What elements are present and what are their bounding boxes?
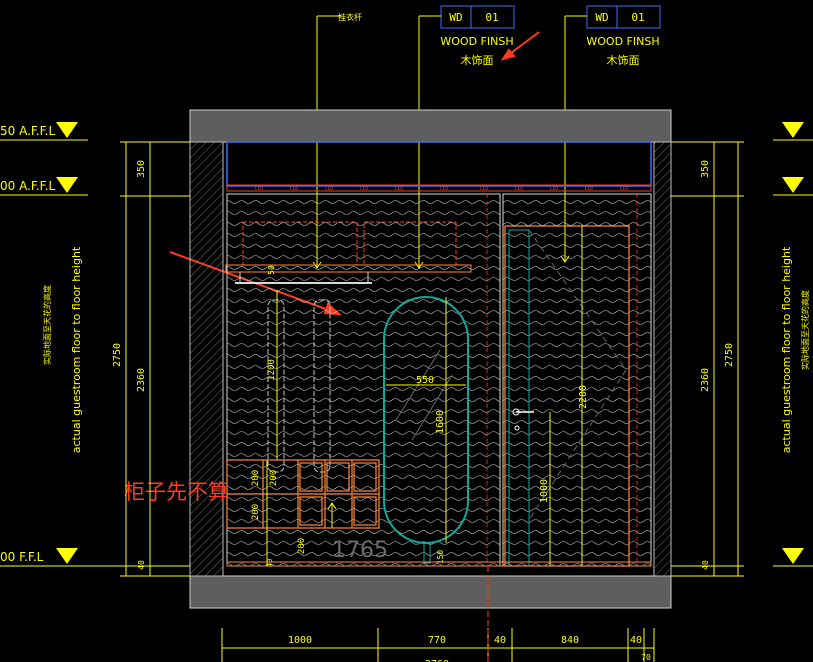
level-triangle-icon xyxy=(782,548,804,564)
dim-550: 550 xyxy=(416,375,434,386)
side-note-cn-right: 实际地面至天花的高度 xyxy=(800,290,810,370)
tag-name-cn: 木饰面 xyxy=(607,53,640,67)
led-label: LED xyxy=(325,186,333,192)
tag-box xyxy=(586,5,661,29)
tag-name-en: WOOD FINSH xyxy=(586,35,659,48)
dim-150: 150 xyxy=(436,550,445,565)
dim-1200: 1200 xyxy=(267,359,277,381)
dim-2760-bottom: 2760 xyxy=(425,659,449,662)
floor-slab xyxy=(189,575,672,609)
led-strip: LED LED LED LED LED LED LED LED LED LED … xyxy=(226,184,652,192)
garment xyxy=(267,299,285,473)
level-markers-left: 50 A.F.F.L 00 A.F.F.L 00 F.F.L xyxy=(0,122,88,567)
hanging-shelf xyxy=(225,264,472,273)
tag-name-cn: 木饰面 xyxy=(461,53,494,67)
dim-40-left: 40 xyxy=(137,560,146,570)
dim-40-bottom: 40 xyxy=(494,635,506,646)
ceiling-slab xyxy=(189,109,672,143)
dim-2360-right: 2360 xyxy=(700,368,711,392)
dim-2750-left: 2750 xyxy=(112,343,123,367)
led-label: LED xyxy=(550,186,558,192)
dim-350-right: 350 xyxy=(700,160,711,178)
level-1-label: 50 A.F.F.L xyxy=(0,124,55,138)
annotation-text: 柜子先不算 xyxy=(124,480,229,504)
level-triangle-icon xyxy=(782,122,804,138)
level-markers-right xyxy=(773,122,813,567)
led-label: LED xyxy=(620,186,628,192)
level-triangle-icon xyxy=(56,122,78,138)
door-handle-icon xyxy=(512,408,534,431)
tag-name-en: WOOD FINSH xyxy=(440,35,513,48)
level-triangle-icon xyxy=(56,177,78,193)
dim-200: 200 xyxy=(251,470,261,486)
led-label: LED xyxy=(585,186,593,192)
dim-2200: 2200 xyxy=(578,385,589,409)
led-label: LED xyxy=(395,186,403,192)
material-tag-left: WD 01 WOOD FINSH 木饰面 xyxy=(440,5,515,67)
material-tag-right: WD 01 WOOD FINSH 木饰面 xyxy=(586,5,661,67)
dim-840-bottom: 840 xyxy=(561,635,579,646)
led-label: LED xyxy=(440,186,448,192)
tag-box xyxy=(440,5,515,29)
dim-200: 200 xyxy=(269,470,279,486)
low-cabinet xyxy=(226,459,380,529)
wood-panel-right xyxy=(502,193,652,567)
led-label: LED xyxy=(360,186,368,192)
side-note-en-right: actual guestroom floor to floor height xyxy=(780,246,793,453)
side-note-en-left: actual guestroom floor to floor height xyxy=(70,246,83,453)
dim-200: 200 xyxy=(297,538,307,554)
dim-350-left: 350 xyxy=(136,160,147,178)
level-2-label: 00 A.F.F.L xyxy=(0,179,55,193)
mirror-foot xyxy=(423,542,431,564)
skirting xyxy=(226,561,652,567)
top-note: 挂衣杆 xyxy=(338,12,362,22)
dim-1000-bottom: 1000 xyxy=(288,635,312,646)
tag-code: WD xyxy=(449,11,462,24)
dim-200: 200 xyxy=(251,504,261,520)
dim-1765-faded: 1765 xyxy=(332,538,388,563)
dim-1600: 1600 xyxy=(435,410,446,434)
dim-1000: 1000 xyxy=(539,479,550,503)
dim-2360-left: 2360 xyxy=(136,368,147,392)
dim-70-bottom: 70 xyxy=(641,653,651,662)
tag-num: 01 xyxy=(631,11,644,24)
led-label: LED xyxy=(515,186,523,192)
tag-code: WD xyxy=(595,11,608,24)
led-label: LED xyxy=(290,186,298,192)
dim-40-right: 40 xyxy=(701,560,710,570)
right-vertical-dims xyxy=(671,141,744,577)
tag-num: 01 xyxy=(485,11,498,24)
right-wall xyxy=(653,141,672,577)
level-triangle-icon xyxy=(56,548,78,564)
ceiling-void xyxy=(226,141,652,187)
level-triangle-icon xyxy=(782,177,804,193)
level-3-label: 00 F.F.L xyxy=(0,550,44,564)
left-wall xyxy=(189,141,224,577)
dim-2750-right: 2750 xyxy=(724,343,735,367)
led-label: LED xyxy=(480,186,488,192)
dim-40-bottom-2: 40 xyxy=(630,635,642,646)
side-note-cn-left: 实际地面至天花的高度 xyxy=(42,285,52,365)
led-label: LED xyxy=(255,186,263,192)
left-vertical-dims xyxy=(120,141,190,577)
dim-770-bottom: 770 xyxy=(428,635,446,646)
cabinet-dims: 200 200 200 200 40 xyxy=(251,460,307,567)
dim-50: 50 xyxy=(267,265,276,275)
dim-40: 40 xyxy=(266,559,274,567)
